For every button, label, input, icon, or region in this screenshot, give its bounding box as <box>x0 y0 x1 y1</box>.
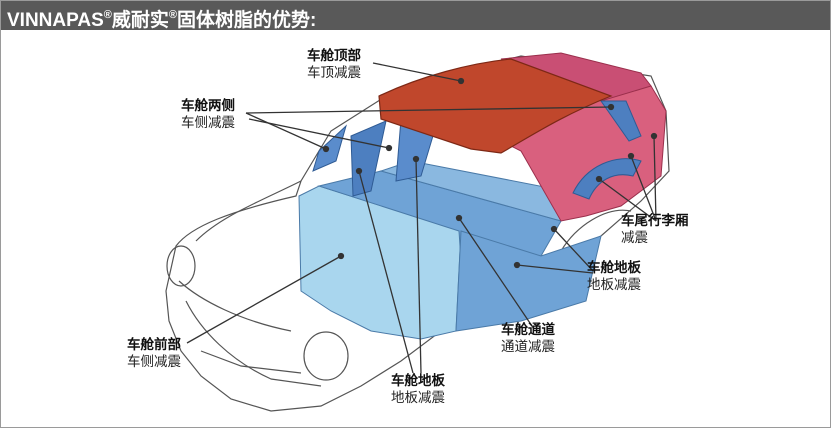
title-text: 固体树脂的优势: <box>177 10 316 31</box>
label-floor-right-sub: 地板减震 <box>587 277 641 294</box>
label-roof-sub: 车顶减震 <box>307 65 361 82</box>
label-roof: 车舱顶部 车顶减震 <box>307 48 361 82</box>
label-front: 车舱前部 车侧减震 <box>127 337 181 371</box>
label-floor-bottom-title: 车舱地板 <box>391 373 445 390</box>
label-trunk-title: 车尾行李厢 <box>621 213 689 230</box>
label-roof-title: 车舱顶部 <box>307 48 361 65</box>
label-tunnel: 车舱通道 通道减震 <box>501 322 555 356</box>
label-trunk-sub: 减震 <box>621 230 689 247</box>
brand-cn: 威耐实 <box>112 10 169 31</box>
registered-mark-2: ® <box>169 9 177 21</box>
label-tunnel-title: 车舱通道 <box>501 322 555 339</box>
label-floor-right-title: 车舱地板 <box>587 260 641 277</box>
label-tunnel-sub: 通道减震 <box>501 339 555 356</box>
label-floor-bottom: 车舱地板 地板减震 <box>391 373 445 407</box>
brand-name: VINNAPAS <box>7 10 104 31</box>
label-floor-right: 车舱地板 地板减震 <box>587 260 641 294</box>
car-cutaway-illustration <box>1 30 830 427</box>
label-front-title: 车舱前部 <box>127 337 181 354</box>
label-trunk: 车尾行李厢 减震 <box>621 213 689 247</box>
header-title: VINNAPAS®威耐实®固体树脂的优势: <box>1 1 830 30</box>
label-sides-sub: 车侧减震 <box>181 115 235 132</box>
label-sides: 车舱两侧 车侧减震 <box>181 98 235 132</box>
label-front-sub: 车侧减震 <box>127 354 181 371</box>
registered-mark: ® <box>104 9 112 21</box>
label-sides-title: 车舱两侧 <box>181 98 235 115</box>
label-floor-bottom-sub: 地板减震 <box>391 390 445 407</box>
